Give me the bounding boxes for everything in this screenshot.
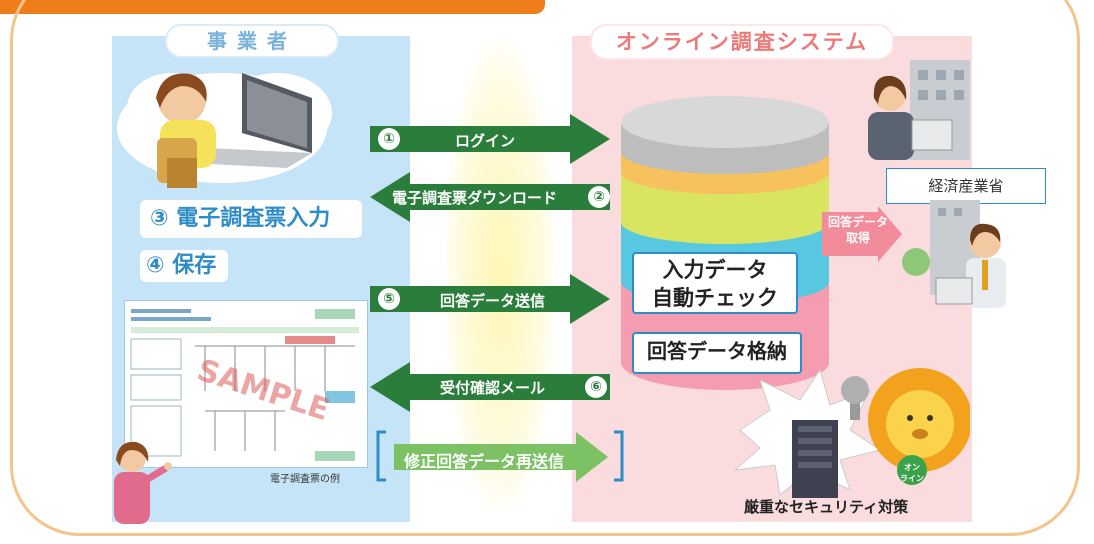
sample-form: SAMPLE	[124, 300, 368, 468]
title-strip	[0, 0, 545, 14]
security-caption: 厳重なセキュリティ対策	[744, 498, 909, 516]
store-box: 回答データ格納	[632, 332, 802, 374]
step-save: ④ 保存	[140, 250, 228, 282]
arrow-send	[370, 274, 610, 324]
form-lines	[130, 309, 359, 461]
fetch-label: 回答データ 取得	[826, 214, 890, 246]
outer-frame	[10, 0, 1080, 536]
pointing-person	[114, 441, 172, 524]
send-number: ⑤	[378, 288, 400, 310]
send-label: 回答データ送信	[440, 292, 546, 310]
auto-check-line2: 自動チェック	[652, 286, 778, 310]
fetch-arrow	[822, 206, 902, 262]
fetch-line1: 回答データ	[827, 215, 888, 229]
login-label: ログイン	[455, 132, 516, 150]
receipt-label: 受付確認メール	[440, 379, 546, 397]
arrow-receipt	[370, 362, 610, 412]
download-label: 電子調査票ダウンロード	[392, 189, 558, 207]
system-label: オンライン調査システム	[590, 24, 894, 60]
arrow-login	[370, 114, 610, 164]
fetch-line2: 取得	[845, 231, 870, 245]
network-glow	[445, 40, 555, 510]
receipt-number: ⑥	[585, 376, 607, 398]
arrow-download	[370, 172, 610, 222]
download-number: ②	[588, 186, 610, 208]
resend-label: 修正回答データ再送信	[404, 452, 565, 471]
auto-check-box: 入力データ 自動チェック	[632, 252, 798, 314]
security-illustration	[733, 368, 970, 498]
form-caption: 電子調査票の例	[270, 474, 340, 485]
arrow-resend	[376, 430, 624, 482]
login-number: ①	[378, 128, 400, 150]
database-cylinder	[621, 96, 829, 390]
auto-check-line1: 入力データ	[662, 258, 768, 282]
ministry-building-person	[868, 60, 970, 160]
business-label: 事業者	[165, 24, 339, 58]
ministry-man-illustration	[902, 200, 1006, 308]
mascot-badge: オン ライン	[900, 463, 924, 483]
ministry-label: 経済産業省	[886, 168, 1046, 204]
step-input: ③ 電子調査票入力	[140, 200, 362, 238]
business-user-illustration	[117, 73, 332, 188]
